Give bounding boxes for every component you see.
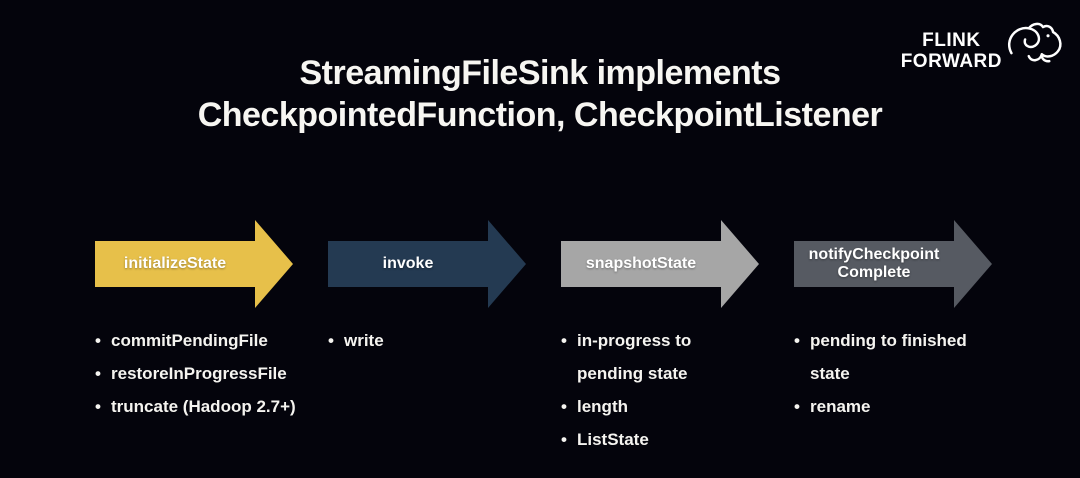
bullet-item: • ListState bbox=[561, 423, 794, 456]
stage-column-snapshotstate: snapshotState • in-progress to pending st… bbox=[561, 218, 794, 456]
slide-title: StreamingFileSink implements Checkpointe… bbox=[0, 52, 1080, 136]
bullet-item: • truncate (Hadoop 2.7+) bbox=[95, 390, 328, 423]
bullet-text: rename bbox=[810, 397, 871, 416]
bullet-item: • restoreInProgressFile bbox=[95, 357, 328, 390]
stage-arrow: notifyCheckpoint Complete bbox=[794, 218, 992, 310]
logo-line-forward: FORWARD bbox=[900, 51, 1002, 72]
bullet-dot: • bbox=[794, 397, 800, 416]
bullet-text: truncate (Hadoop 2.7+) bbox=[111, 397, 296, 416]
bullet-list: • commitPendingFile • restoreInProgressFile… bbox=[95, 324, 328, 423]
flink-forward-logo: FLINK FORWARD bbox=[901, 22, 1066, 78]
bullet-item: • commitPendingFile bbox=[95, 324, 328, 357]
arrow-label: initializeState bbox=[123, 255, 227, 272]
bullet-dot: • bbox=[95, 364, 101, 383]
bullet-dot: • bbox=[794, 331, 800, 350]
bullet-dot: • bbox=[95, 331, 101, 350]
stage-column-invoke: invoke • write bbox=[328, 218, 561, 456]
bullet-item: • rename bbox=[794, 390, 1027, 423]
bullet-item: • length bbox=[561, 390, 794, 423]
bullet-text: write bbox=[344, 331, 384, 350]
stage-arrow: snapshotState bbox=[561, 218, 759, 310]
logo-text: FLINK FORWARD bbox=[901, 30, 1002, 72]
stage-column-notifycheckpoint-complete: notifyCheckpoint Complete • pending to fi… bbox=[794, 218, 1027, 456]
arrow-label: snapshotState bbox=[585, 255, 697, 272]
bullet-text: ListState bbox=[577, 430, 649, 449]
bullet-list: • pending to finished state • rename bbox=[794, 324, 1027, 423]
arrow-shape bbox=[328, 220, 526, 308]
stage-column-initializestate: initializeState • commitPendingFile • resto… bbox=[95, 218, 328, 456]
bullet-text: length bbox=[577, 397, 628, 416]
bullet-dot: • bbox=[328, 331, 334, 350]
bullet-item: • in-progress to pending state bbox=[561, 324, 794, 390]
bullet-dot: • bbox=[561, 397, 567, 416]
logo-line-flink: FLINK bbox=[922, 30, 981, 51]
arrow-shape bbox=[95, 220, 293, 308]
stage-arrow: invoke bbox=[328, 218, 526, 310]
bullet-list: • write bbox=[328, 324, 561, 357]
bullet-list: • in-progress to pending state • length • Lis… bbox=[561, 324, 794, 456]
bullet-text: restoreInProgressFile bbox=[111, 364, 287, 383]
bullet-item: • write bbox=[328, 324, 561, 357]
arrow-label: invoke bbox=[382, 255, 434, 272]
lifecycle-columns: initializeState • commitPendingFile • resto… bbox=[95, 218, 1027, 456]
bullet-text: commitPendingFile bbox=[111, 331, 268, 350]
bullet-dot: • bbox=[561, 430, 567, 449]
title-line-1: StreamingFileSink implements bbox=[299, 54, 781, 92]
arrow-shape bbox=[794, 220, 992, 308]
flink-squirrel-icon bbox=[1008, 22, 1062, 63]
arrow-shape bbox=[561, 220, 759, 308]
bullet-text: pending to finished state bbox=[810, 331, 967, 383]
arrow-label: notifyCheckpoint Complete bbox=[808, 246, 940, 281]
title-line-2: CheckpointedFunction, CheckpointListener bbox=[197, 96, 883, 134]
bullet-item: • pending to finished state bbox=[794, 324, 1027, 390]
bullet-dot: • bbox=[561, 331, 567, 350]
stage-arrow: initializeState bbox=[95, 218, 293, 310]
bullet-text: in-progress to pending state bbox=[577, 331, 692, 383]
bullet-dot: • bbox=[95, 397, 101, 416]
